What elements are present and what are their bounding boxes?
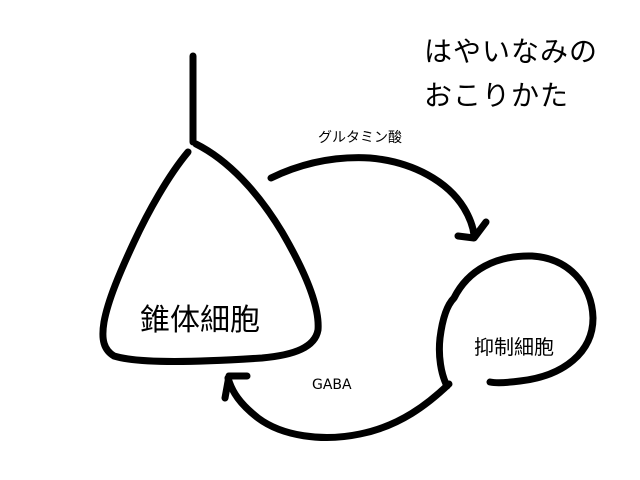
gaba-label: GABA	[312, 377, 352, 393]
gaba-arrow-head	[221, 372, 251, 402]
diagram-title-line-2: おこりかた	[424, 79, 570, 112]
cone-cell-label: 錐体細胞	[140, 303, 260, 338]
inhibitory-cell-label: 抑制細胞	[474, 335, 554, 359]
glutamate-arrow-path	[267, 154, 478, 239]
inhibitory-cell-body	[435, 252, 597, 390]
glutamate-label: グルタミン酸	[318, 130, 402, 146]
gaba-arrow-path	[224, 374, 453, 441]
glutamate-arrow-head	[454, 218, 490, 242]
diagram-title-line-1: はやいなみの	[424, 35, 599, 68]
cone-cell-body	[99, 140, 322, 365]
